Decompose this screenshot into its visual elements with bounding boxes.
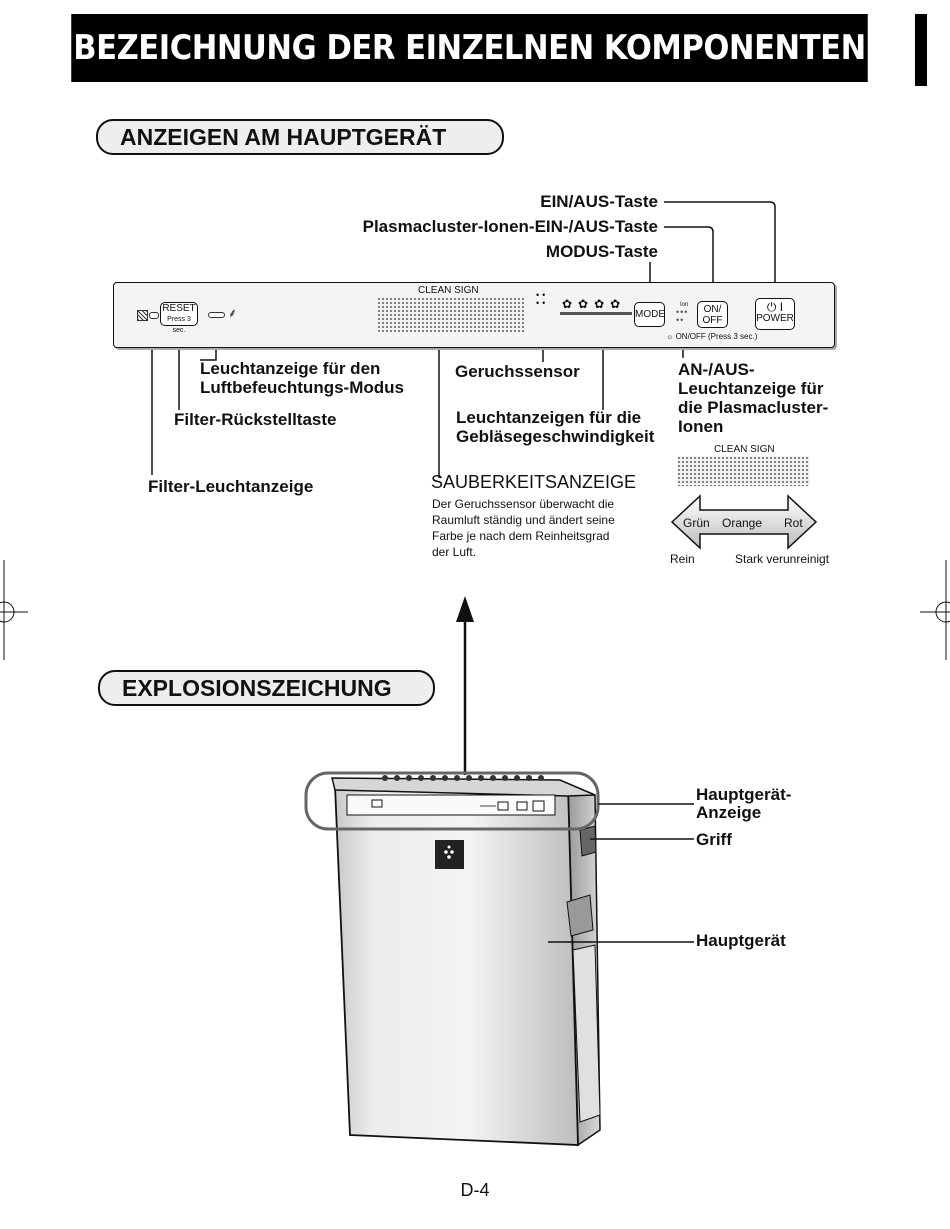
scale-orange: Orange bbox=[722, 516, 763, 530]
sauberkeit-text-3: Farbe je nach dem Reinheitsgrad bbox=[432, 529, 610, 543]
callout-plasmacluster-taste: Plasmacluster-Ionen-EIN-/AUS-Taste bbox=[362, 217, 658, 236]
scale-red: Rot bbox=[784, 516, 803, 530]
registration-mark-left bbox=[0, 560, 28, 660]
callout-filter-reset: Filter-Rückstelltaste bbox=[174, 410, 337, 429]
plasmacluster-ion-icon: ••••• bbox=[676, 307, 689, 325]
mode-button[interactable]: MODE bbox=[634, 302, 665, 327]
registration-mark-right bbox=[920, 560, 950, 660]
clean-sign-label: CLEAN SIGN bbox=[418, 285, 479, 296]
onoff-press-text: ON/OFF (Press 3 sec.) bbox=[675, 332, 758, 341]
clean-sign-display bbox=[377, 297, 525, 332]
section-heading-anzeigen: ANZEIGEN AM HAUPTGERÄT bbox=[96, 119, 504, 155]
scale-green: Grün bbox=[683, 516, 710, 530]
callout-luftbefeuchtung-2: Luftbefeuchtungs-Modus bbox=[200, 378, 404, 397]
clean-scale-label: CLEAN SIGN bbox=[714, 444, 775, 455]
on-off-line1: ON/ bbox=[703, 304, 722, 315]
callout-filter-leucht: Filter-Leuchtanzeige bbox=[148, 477, 314, 496]
title-edge-bar bbox=[915, 14, 927, 86]
callout-geblaese-1: Leuchtanzeigen für die bbox=[456, 408, 642, 427]
page-title-text: BEZEICHNUNG DER EINZELNEN KOMPONENTEN bbox=[73, 28, 866, 68]
section-heading-explosion-text: EXPLOSIONSZEICHUNG bbox=[122, 674, 392, 701]
humidify-icon: ⸙ bbox=[228, 306, 238, 320]
reset-button[interactable]: RESET Press 3 sec. bbox=[160, 302, 198, 334]
reset-button-sub: Press 3 sec. bbox=[167, 316, 191, 334]
sauberkeit-title: SAUBERKEITSANZEIGE bbox=[431, 472, 637, 492]
ion-small-label: Ion bbox=[680, 302, 689, 308]
section-heading-anzeigen-text: ANZEIGEN AM HAUPTGERÄT bbox=[120, 123, 447, 150]
callout-ein-aus: EIN/AUS-Taste bbox=[540, 192, 658, 211]
callout-hauptgeraet-anzeige-1: Hauptgerät- bbox=[696, 785, 792, 804]
page-title: BEZEICHNUNG DER EINZELNEN KOMPONENTEN bbox=[71, 14, 868, 82]
double-arrow-icon bbox=[670, 494, 818, 550]
on-off-line2: OFF bbox=[702, 315, 723, 326]
power-button[interactable]: ⏻ I POWER bbox=[755, 298, 795, 330]
callout-geblaese-2: Gebläsegeschwindigkeit bbox=[456, 427, 655, 446]
callout-an-aus-1: AN-/AUS- bbox=[678, 360, 755, 379]
on-off-button[interactable]: ON/ OFF bbox=[697, 301, 728, 328]
callout-an-aus-4: Ionen bbox=[678, 417, 724, 436]
sauberkeit-text-4: der Luft. bbox=[432, 545, 477, 559]
callout-an-aus-3: die Plasmacluster- bbox=[678, 398, 829, 417]
callout-geblaese: Leuchtanzeigen für die Gebläsegeschwindi… bbox=[456, 408, 654, 446]
scale-stark: Stark verunreinigt bbox=[735, 552, 830, 566]
onoff-press-label: ☼ ON/OFF (Press 3 sec.) bbox=[666, 332, 757, 341]
power-button-label: POWER bbox=[756, 313, 794, 324]
fan-speed-led-bar bbox=[560, 312, 632, 315]
callout-hauptgeraet-anzeige-2: Anzeige bbox=[696, 803, 762, 822]
sauberkeit-text-1: Der Geruchssensor überwacht die bbox=[432, 497, 615, 511]
callout-hauptgeraet: Hauptgerät bbox=[696, 931, 786, 950]
section-heading-explosion: EXPLOSIONSZEICHUNG bbox=[98, 670, 435, 706]
callout-modus: MODUS-Taste bbox=[545, 242, 658, 261]
callout-an-aus-2: Leuchtanzeige für bbox=[678, 379, 824, 398]
callout-griff: Griff bbox=[696, 830, 732, 849]
device-drawing bbox=[304, 596, 694, 1147]
mode-button-label: MODE bbox=[635, 309, 665, 320]
callout-geruchssensor: Geruchssensor bbox=[455, 362, 580, 381]
clean-scale-display bbox=[677, 456, 810, 486]
page-number: D-4 bbox=[460, 1180, 490, 1200]
light-icon: ☼ bbox=[666, 332, 674, 341]
power-icon: ⏻ I bbox=[766, 300, 784, 314]
callout-luftbefeuchtung-1: Leuchtanzeige für den bbox=[200, 359, 381, 378]
callout-hauptgeraet-anzeige: Hauptgerät- Anzeige bbox=[696, 786, 791, 822]
fan-speed-icons: ✿✿✿✿ bbox=[562, 297, 627, 311]
scale-rein: Rein bbox=[670, 552, 695, 566]
reset-button-label: RESET bbox=[162, 303, 196, 314]
filter-icon bbox=[137, 310, 148, 321]
callout-luftbefeuchtung: Leuchtanzeige für den Luftbefeuchtungs-M… bbox=[200, 359, 404, 397]
odor-sensor-dots: •••• bbox=[536, 290, 549, 308]
callout-an-aus: AN-/AUS- Leuchtanzeige für die Plasmaclu… bbox=[678, 360, 828, 436]
humidify-led bbox=[208, 312, 225, 318]
sauberkeit-text: Der Geruchssensor überwacht die Raumluft… bbox=[432, 496, 615, 560]
sauberkeit-text-2: Raumluft ständig und ändert seine bbox=[432, 513, 615, 527]
filter-led bbox=[149, 312, 159, 319]
